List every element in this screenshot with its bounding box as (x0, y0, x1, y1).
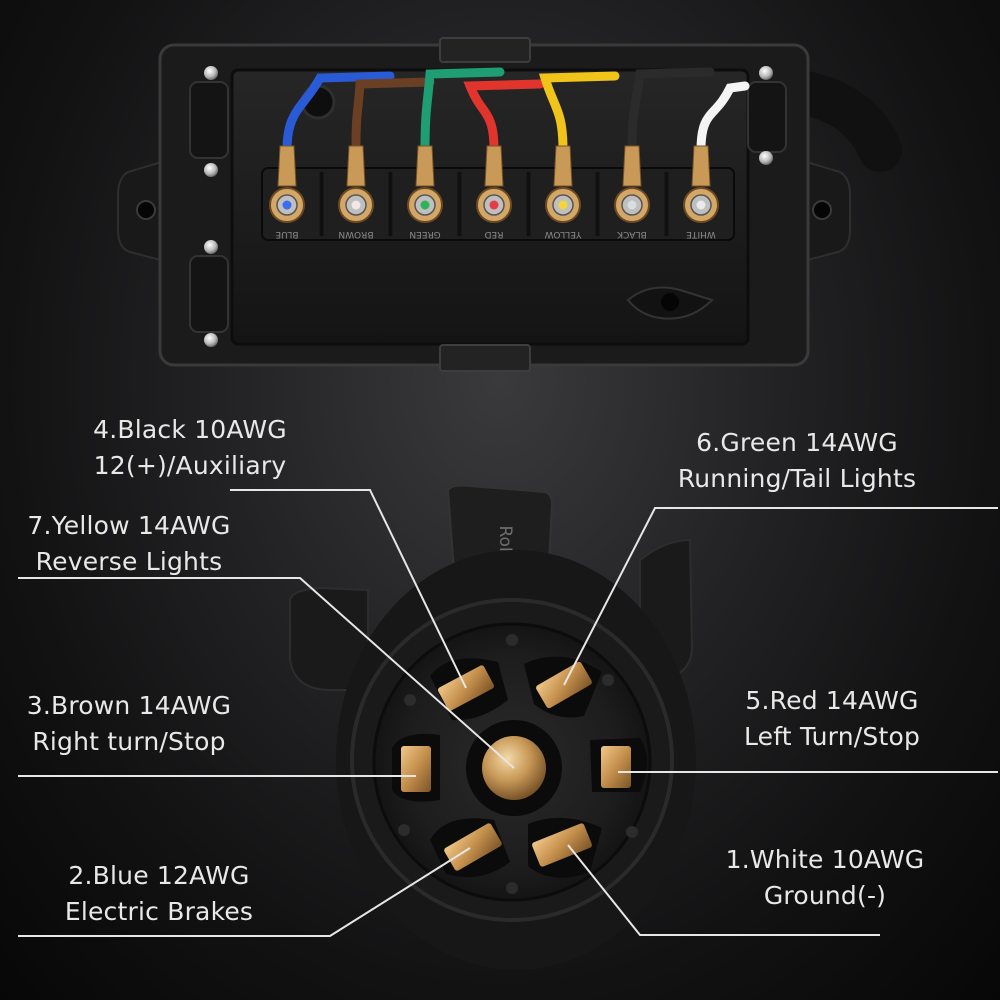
wire-white (696, 81, 750, 155)
label-brown: 3.Brown 14AWG Right turn/Stop (4, 688, 254, 760)
lug-red (484, 145, 504, 187)
label-white: 1.White 10AWG Ground(-) (700, 842, 950, 914)
wire-black (627, 67, 715, 155)
label-yellow: 7.Yellow 14AWG Reverse Lights (4, 508, 254, 580)
label-black-line1: 4.Black 10AWG (93, 415, 287, 444)
terminal-dot-blue (282, 200, 292, 210)
wire-brown (351, 77, 435, 155)
wire-green (420, 67, 505, 155)
pin-white (532, 823, 592, 867)
box-hinge-right (747, 81, 787, 153)
face-bump (404, 694, 416, 706)
label-brown-line2: Right turn/Stop (32, 727, 226, 756)
terminal-dot-brown (351, 200, 361, 210)
terminal-dot-yellow (558, 200, 568, 210)
junction-box: BLUE BROWN GREEN RED YELLOW BLACK WHITE (117, 37, 902, 372)
label-black: 4.Black 10AWG 12(+)/Auxiliary (70, 412, 310, 484)
wire-blue (282, 71, 395, 155)
terminal-dot-white (696, 200, 706, 210)
pin-brown (401, 746, 431, 792)
label-white-line2: Ground(-) (763, 881, 887, 910)
label-green-line2: Running/Tail Lights (677, 464, 917, 493)
leader-line-blue (18, 847, 471, 937)
label-black-line2: 12(+)/Auxiliary (93, 451, 287, 480)
face-bump (506, 634, 518, 646)
box-screws (204, 66, 773, 347)
label-red-line2: Left Turn/Stop (743, 722, 921, 751)
label-brown-line1: 3.Brown 14AWG (26, 691, 232, 720)
label-green: 6.Green 14AWG Running/Tail Lights (662, 425, 932, 497)
pin-blue (444, 823, 502, 871)
connector-face-bumps (398, 634, 638, 894)
lug-white (691, 145, 711, 187)
wire-yellow (539, 71, 620, 155)
box-hinge-left-bottom (189, 255, 229, 333)
label-red-line1: 5.Red 14AWG (745, 686, 919, 715)
terminal-divider (664, 172, 669, 236)
screw-icon (204, 163, 218, 177)
label-white-line1: 1.White 10AWG (725, 845, 925, 874)
terminal-divider (319, 172, 324, 236)
face-bump (602, 674, 614, 686)
label-yellow-line2: Reverse Lights (35, 547, 223, 576)
terminal-divider (595, 172, 600, 236)
label-yellow-line1: 7.Yellow 14AWG (27, 511, 231, 540)
box-floor-post-hole (661, 293, 679, 311)
terminal-stamp-brown: BROWN (338, 229, 373, 239)
box-clip-bottom (439, 344, 531, 372)
leader-line-yellow (18, 577, 515, 769)
screw-icon (204, 240, 218, 254)
screw-icon (759, 151, 773, 165)
label-blue-line2: Electric Brakes (64, 897, 254, 926)
lug-yellow (553, 145, 573, 187)
wire-red (463, 79, 545, 155)
seven-way-connector: RoHS (289, 484, 696, 970)
face-bump (626, 826, 638, 838)
terminal-stamp-black: BLACK (616, 229, 647, 239)
lug-green (415, 145, 435, 187)
screw-icon (759, 66, 773, 80)
box-terminals: BLUE BROWN GREEN RED YELLOW BLACK WHITE (269, 145, 719, 239)
box-mount-hole-right (812, 200, 832, 220)
leader-lines (18, 489, 998, 937)
lug-brown (346, 145, 366, 187)
terminal-stamp-green: GREEN (409, 229, 440, 239)
terminal-stamp-yellow: YELLOW (544, 229, 582, 239)
terminal-dot-red (489, 200, 499, 210)
label-blue-line1: 2.Blue 12AWG (68, 861, 250, 890)
label-red: 5.Red 14AWG Left Turn/Stop (712, 683, 952, 755)
leader-line-white (567, 844, 880, 936)
lug-blue (277, 145, 297, 187)
terminal-divider (457, 172, 462, 236)
terminal-stamp-white: WHITE (686, 229, 716, 239)
leader-line-black (230, 489, 467, 689)
screw-icon (204, 66, 218, 80)
label-blue: 2.Blue 12AWG Electric Brakes (34, 858, 284, 930)
box-hinge-left-top (189, 81, 229, 159)
face-bump (506, 882, 518, 894)
lug-black (622, 145, 642, 187)
box-mount-hole-left (136, 200, 156, 220)
leader-line-green (563, 507, 998, 686)
terminal-dot-black (627, 200, 637, 210)
face-bump (398, 824, 410, 836)
terminal-stamp-blue: BLUE (275, 229, 298, 239)
terminal-dot-green (420, 200, 430, 210)
pin-red (601, 746, 631, 788)
box-clip-top (439, 37, 531, 63)
terminal-stamp-red: RED (484, 229, 503, 239)
terminal-divider (388, 172, 393, 236)
box-wires (282, 67, 750, 155)
screw-icon (204, 333, 218, 347)
terminal-divider (526, 172, 531, 236)
label-green-line1: 6.Green 14AWG (696, 428, 898, 457)
